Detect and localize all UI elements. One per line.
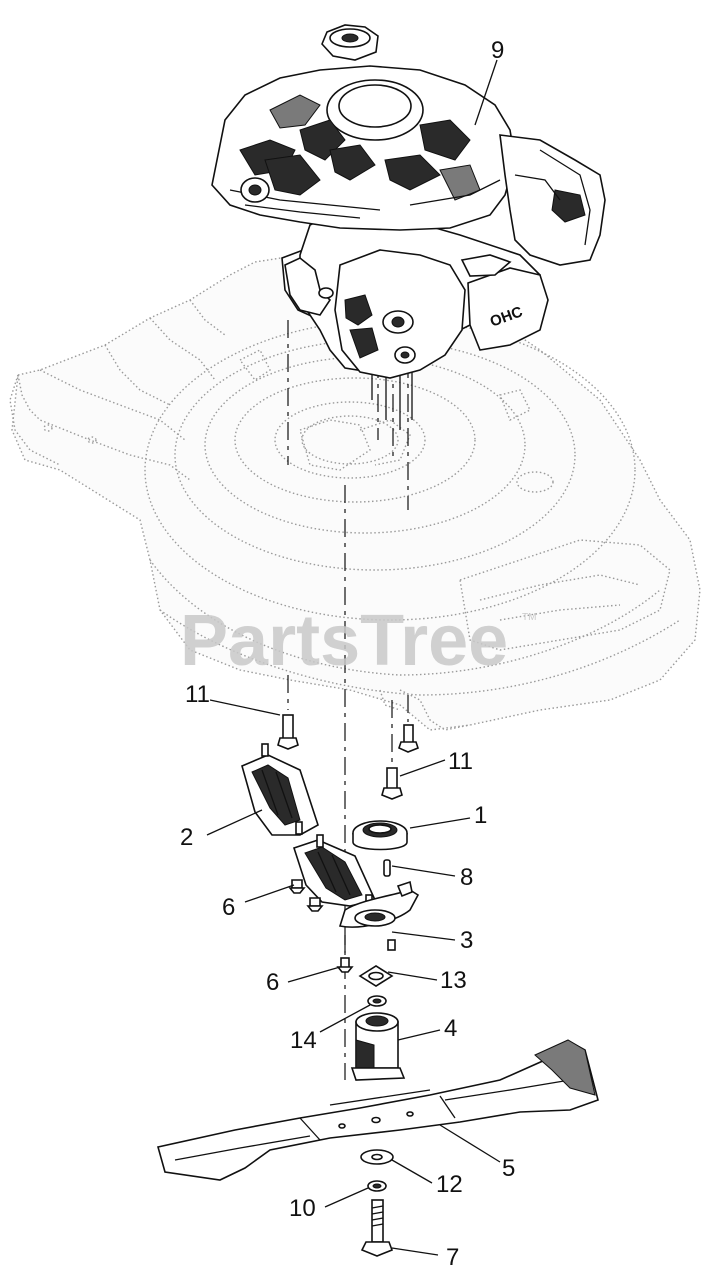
callout-6-lower: 6 bbox=[266, 969, 279, 996]
callout-4: 4 bbox=[444, 1015, 457, 1042]
deck-bolt-right-lower bbox=[381, 700, 403, 800]
callout-1: 1 bbox=[474, 802, 487, 829]
callout-13: 13 bbox=[440, 967, 467, 994]
mower-blade-part-5 bbox=[157, 1039, 599, 1181]
callout-5: 5 bbox=[502, 1155, 515, 1182]
blade-bolt-part-7 bbox=[360, 1199, 394, 1257]
washer-part-12 bbox=[360, 1149, 394, 1165]
washer-part-13 bbox=[358, 965, 394, 987]
callout-11-right: 11 bbox=[448, 748, 473, 775]
callout-2: 2 bbox=[180, 824, 193, 851]
watermark-text: PartsTree bbox=[180, 601, 508, 681]
deck-bolt-left bbox=[277, 675, 299, 750]
blade-adapter-plate-part-3 bbox=[338, 880, 420, 951]
key-part-8 bbox=[383, 859, 391, 877]
callout-11-top: 11 bbox=[185, 681, 210, 708]
callout-14: 14 bbox=[290, 1027, 317, 1054]
watermark-trademark: TM bbox=[522, 612, 536, 623]
callout-9: 9 bbox=[491, 37, 504, 64]
callout-8: 8 bbox=[460, 864, 473, 891]
blade-adapter-part-4 bbox=[350, 1012, 406, 1081]
callout-3: 3 bbox=[460, 927, 473, 954]
baffle-part-2 bbox=[241, 743, 319, 836]
engine-assembly bbox=[211, 24, 606, 1080]
screw-6-lower bbox=[336, 935, 354, 973]
deck-bolt-right-upper bbox=[398, 695, 419, 753]
baffle-part-second bbox=[292, 834, 377, 907]
parts-tree-watermark: PartsTree TM bbox=[180, 601, 536, 681]
lockwasher-part-14 bbox=[367, 995, 387, 1007]
lockwasher-part-10 bbox=[367, 1180, 387, 1192]
bearing-part-1 bbox=[352, 820, 408, 851]
mower-deck bbox=[9, 254, 701, 731]
callout-12: 12 bbox=[436, 1171, 463, 1198]
callout-7: 7 bbox=[446, 1244, 459, 1271]
leader-lines bbox=[206, 59, 501, 1256]
callout-labels: 9 11 11 1 2 8 6 3 6 13 14 4 5 12 10 7 bbox=[180, 37, 515, 1271]
screw-6-upper bbox=[288, 879, 324, 912]
callout-6-upper: 6 bbox=[222, 894, 235, 921]
callout-10: 10 bbox=[289, 1195, 316, 1222]
